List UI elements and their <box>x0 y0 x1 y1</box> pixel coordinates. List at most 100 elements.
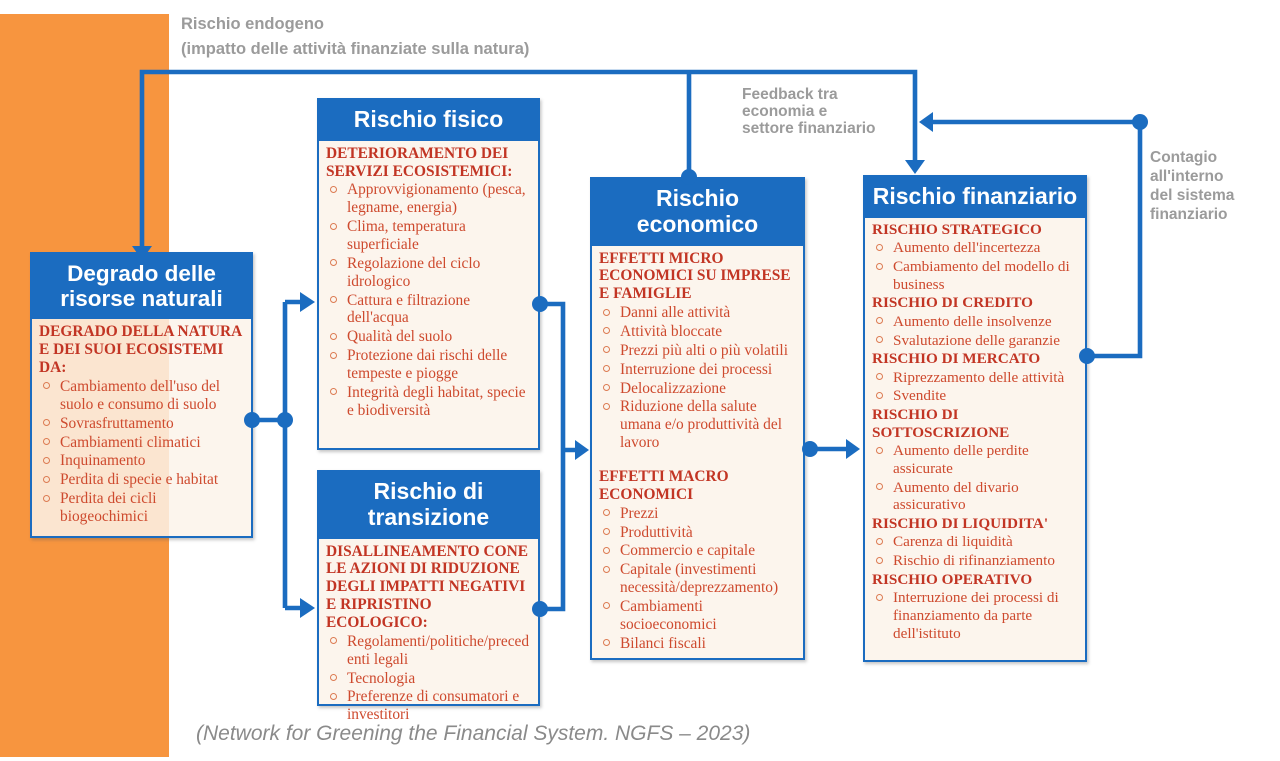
bullet-circle-icon <box>603 565 610 573</box>
section: RISCHIO DI SOTTOSCRIZIONE Aumento delle … <box>872 406 1078 514</box>
section-heading: DISALLINEAMENTO CONE LE AZIONI DI RIDUZI… <box>326 542 528 631</box>
box-title: Rischio economico <box>592 179 803 246</box>
bullet-circle-icon <box>603 346 610 354</box>
list-item: Interruzione dei processi <box>599 361 796 379</box>
box-body: DETERIORAMENTO DEI SERVIZI ECOSISTEMICI:… <box>319 141 538 427</box>
section-heading: RISCHIO DI SOTTOSCRIZIONE <box>872 406 1010 441</box>
box-degrado-risorse-naturali: Degrado delle risorse naturali DEGRADO D… <box>30 252 253 538</box>
section: DEGRADO DELLA NATURA E DEI SUOI ECOSISTE… <box>39 323 244 525</box>
list-item: Prezzi più alti o più volatili <box>599 342 796 360</box>
list-item: Svendite <box>872 387 1078 405</box>
list-item: Sovrasfruttamento <box>39 415 244 433</box>
bullet-circle-icon <box>43 456 50 464</box>
list-item-text: Delocalizzazione <box>620 379 726 397</box>
list-item-text: Bilanci fiscali <box>620 634 706 652</box>
arrow-right-into-transizione-icon <box>300 598 315 618</box>
list-item-text: Tecnologia <box>347 669 416 687</box>
box-body: DEGRADO DELLA NATURA E DEI SUOI ECOSISTE… <box>32 319 251 532</box>
section: RISCHIO STRATEGICO Aumento dell'incertez… <box>872 221 1078 294</box>
list-item: Regolamenti/politiche/precedenti legali <box>326 633 531 669</box>
list-item: Cattura e filtrazione dell'acqua <box>326 292 531 328</box>
bullet-circle-icon <box>876 556 883 564</box>
section: DETERIORAMENTO DEI SERVIZI ECOSISTEMICI:… <box>326 145 531 420</box>
list-item: Tecnologia <box>326 670 531 688</box>
bullet-circle-icon <box>876 446 883 454</box>
section: RISCHIO OPERATIVO Interruzione dei proce… <box>872 571 1078 643</box>
list-item: Delocalizzazione <box>599 380 796 398</box>
bullet-circle-icon <box>603 327 610 335</box>
list-item: Inquinamento <box>39 452 244 470</box>
bullet-circle-icon <box>330 332 337 340</box>
box-body: RISCHIO STRATEGICO Aumento dell'incertez… <box>865 218 1085 649</box>
list-item-text: Aumento delle insolvenze <box>893 312 1052 330</box>
section: DISALLINEAMENTO CONE LE AZIONI DI RIDUZI… <box>326 543 531 725</box>
list-item-text: Aumento del divario assicurativo <box>893 478 1019 514</box>
bullet-circle-icon <box>603 384 610 392</box>
list-item-text: Integrità degli habitat, specie e biodiv… <box>347 383 526 419</box>
list-item-text: Aumento dell'incertezza <box>893 239 1041 257</box>
list-item-text: Danni alle attività <box>620 304 731 322</box>
degrado-branch-line <box>252 299 301 611</box>
box-title: Degrado delle risorse naturali <box>32 254 251 320</box>
bullet-circle-icon <box>330 637 337 645</box>
section-heading: DETERIORAMENTO DEI SERVIZI ECOSISTEMICI: <box>326 144 513 180</box>
bullet-circle-icon <box>876 483 883 490</box>
arrow-right-into-fisico-icon <box>300 292 315 312</box>
section-heading: DEGRADO DELLA NATURA E DEI SUOI ECOSISTE… <box>39 323 242 377</box>
list-item-text: Commercio e capitale <box>620 542 756 560</box>
list-item-text: Riprezzamento delle attività <box>893 368 1065 386</box>
list-item: Svalutazione delle garanzie <box>872 332 1078 350</box>
bullet-circle-icon <box>330 259 337 267</box>
list-item: Attività bloccate <box>599 323 796 341</box>
list-item-text: Prezzi <box>620 504 659 522</box>
list-item: Approvvigionamento (pesca, legname, ener… <box>326 181 531 217</box>
contagio-label: Contagio all'interno del sistema finanzi… <box>1150 149 1235 223</box>
section-heading: EFFETTI MACRO ECONOMICI <box>599 467 729 503</box>
section: EFFETTI MICRO ECONOMICI SU IMPRESE E FAM… <box>599 250 796 452</box>
box-rischio-fisico: Rischio fisico DETERIORAMENTO DEI SERVIZ… <box>317 98 540 450</box>
list-item-text: Cambiamenti socioeconomici <box>620 597 717 633</box>
bullet-circle-icon <box>330 351 337 359</box>
bullet-circle-icon <box>876 593 883 601</box>
list-item: Aumento del divario assicurativo <box>872 479 1078 514</box>
list-item-text: Cattura e filtrazione dell'acqua <box>347 291 471 327</box>
list-item: Commercio e capitale <box>599 542 796 560</box>
list-item: Carenza di liquidità <box>872 533 1078 551</box>
list-item-text: Aumento delle perdite assicurate <box>893 442 1029 477</box>
section: RISCHIO DI MERCATO Riprezzamento delle a… <box>872 350 1078 405</box>
bullet-circle-icon <box>330 388 337 396</box>
list-item: Clima, temperatura superficiale <box>326 218 531 254</box>
bullet-circle-icon <box>876 373 883 381</box>
list-item-text: Perdita di specie e habitat <box>60 471 219 489</box>
section-heading: RISCHIO DI CREDITO <box>872 294 1033 312</box>
source-citation: (Network for Greening the Financial Syst… <box>196 722 751 745</box>
bullet-circle-icon <box>603 365 610 373</box>
list-item-text: Preferenze di consumatori e investitori <box>347 688 520 724</box>
list-item: Bilanci fiscali <box>599 635 796 653</box>
list-item-text: Protezione dai rischi delle tempeste e p… <box>347 347 508 383</box>
list-item-text: Interruzione dei processi <box>620 360 773 378</box>
bullet-circle-icon <box>603 402 610 410</box>
list-item: Perdita di specie e habitat <box>39 471 244 489</box>
list-item: Protezione dai rischi delle tempeste e p… <box>326 347 531 383</box>
list-item-text: Qualità del suolo <box>347 328 453 346</box>
list-item-text: Cambiamento dell'uso del suolo e consumo… <box>60 377 221 413</box>
list-item-text: Produttività <box>620 523 693 541</box>
list-item: Cambiamenti climatici <box>39 434 244 452</box>
list-item: Danni alle attività <box>599 304 796 322</box>
list-item-text: Prezzi più alti o più volatili <box>620 341 788 359</box>
bullet-circle-icon <box>43 382 50 390</box>
list-item: Rischio di rifinanziamento <box>872 552 1078 570</box>
bullet-circle-icon <box>330 296 337 304</box>
box-body: DISALLINEAMENTO CONE LE AZIONI DI RIDUZI… <box>319 539 538 732</box>
arrow-right-into-economico-icon <box>575 440 589 460</box>
bullet-circle-icon <box>876 317 883 325</box>
list-item-text: Carenza di liquidità <box>893 533 1013 551</box>
bullet-list: Cambiamento dell'uso del suolo e consumo… <box>39 378 244 526</box>
list-item-text: Attività bloccate <box>620 322 723 340</box>
bullet-circle-icon <box>603 602 610 610</box>
